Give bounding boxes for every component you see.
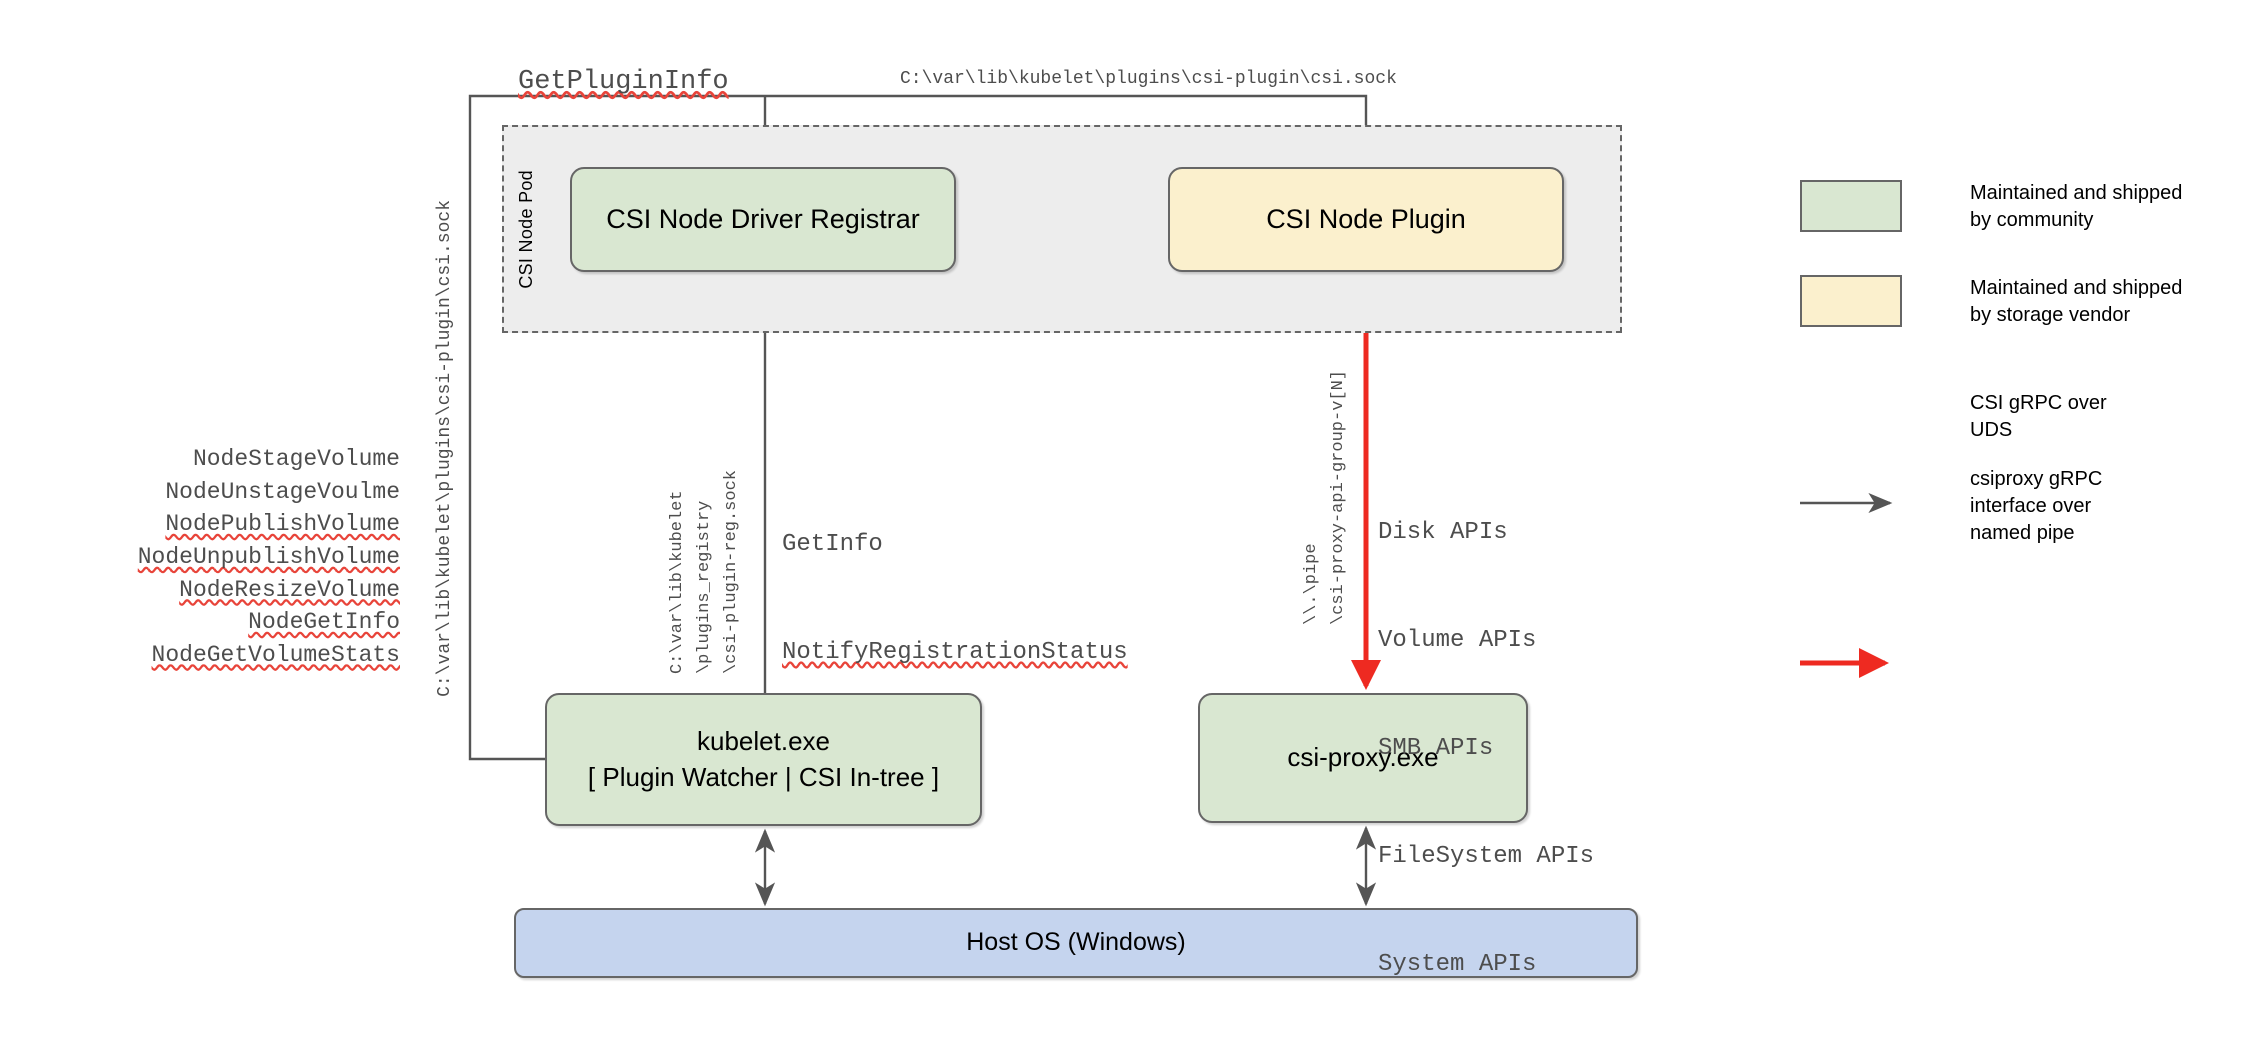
legend-item-uds: CSI gRPC over UDS [1800,392,2107,444]
proxy-api-item: SMB APIs [1378,735,1494,762]
node-label: csi-proxy.exe [1287,742,1439,773]
legend-label: CSI gRPC over UDS [1970,392,2107,441]
node-api-item: NodePublishVolume [165,511,400,538]
proxy-api-item: System APIs [1378,951,1537,978]
kubelet-subtitle: [ Plugin Watcher | CSI In-tree ] [587,761,940,792]
reg-sock-line: \plugins_registry [695,500,715,675]
node-api-item: NodeStageVolume [192,446,400,472]
proxy-api-item: FileSystem APIs [1378,843,1595,870]
node-label: kubelet.exe [ Plugin Watcher | CSI In-tr… [588,724,939,794]
node-api-item: NodeGetInfo [248,609,400,636]
legend-item-vendor: Maintained and shipped by storage vendor [1800,275,2182,329]
kubelet-name: kubelet.exe [697,726,830,757]
label-registration-calls: GetInfo NotifyRegistrationStatus [782,455,1128,743]
named-pipe-line: \csi-proxy-api-group-v[N] [1329,370,1349,626]
legend-swatch-green [1800,180,1902,232]
node-csi-proxy-exe[interactable]: csi-proxy.exe [1198,693,1528,823]
legend-item-named-pipe: csiproxy gRPC interface over named pipe [1800,468,2102,547]
gray-arrow-icon [1800,402,1902,422]
legend-label: Maintained and shipped by storage vendor [1970,277,2183,326]
label-named-pipe-path: \\.\pipe \csi-proxy-api-group-v[N] [1298,370,1352,625]
legend-swatch-yellow [1800,275,1902,327]
node-api-item: NodeUnpublishVolume [137,543,400,570]
csi-proxy-api-list: Disk APIs Volume APIs SMB APIs FileSyste… [1378,443,1594,1044]
node-service-api-list: NodeStageVolume NodeUnstageVoulme NodePu… [110,443,400,672]
red-arrow-icon [1800,492,1902,512]
node-api-item: NodeResizeVolume [179,576,400,603]
proxy-api-item: Disk APIs [1378,519,1508,546]
reg-sock-line: \csi-plugin-reg.sock [722,470,742,675]
named-pipe-line: \\.\pipe [1302,543,1321,626]
label-csi-sock-path-top: C:\var\lib\kubelet\plugins\csi-plugin\cs… [900,69,1397,89]
node-label: Host OS (Windows) [966,928,1186,957]
node-api-item: NodeUnstageVoulme [165,478,400,505]
legend-label: csiproxy gRPC interface over named pipe [1970,468,2103,544]
node-api-item: NodeGetVolumeStats [151,641,400,668]
registration-call: NotifyRegistrationStatus [782,639,1128,666]
node-label: CSI Node Driver Registrar [606,204,920,235]
legend-label: Maintained and shipped by community [1970,182,2183,231]
label-get-plugin-info: GetPluginInfo [518,67,729,97]
node-kubelet-exe[interactable]: kubelet.exe [ Plugin Watcher | CSI In-tr… [545,693,982,826]
node-csi-node-driver-registrar[interactable]: CSI Node Driver Registrar [570,167,956,272]
reg-sock-line: C:\var\lib\kubelet [668,490,687,675]
proxy-api-item: Volume APIs [1378,627,1537,654]
legend-item-community: Maintained and shipped by community [1800,180,2182,234]
node-csi-node-plugin[interactable]: CSI Node Plugin [1168,167,1564,272]
node-label: CSI Node Plugin [1266,204,1466,235]
node-host-os[interactable]: Host OS (Windows) [514,908,1638,978]
label-csi-sock-path-left: C:\var\lib\kubelet\plugins\csi-plugin\cs… [435,200,455,697]
label-registration-socket-path: C:\var\lib\kubelet \plugins_registry \cs… [664,470,746,674]
registration-call: GetInfo [782,531,883,558]
